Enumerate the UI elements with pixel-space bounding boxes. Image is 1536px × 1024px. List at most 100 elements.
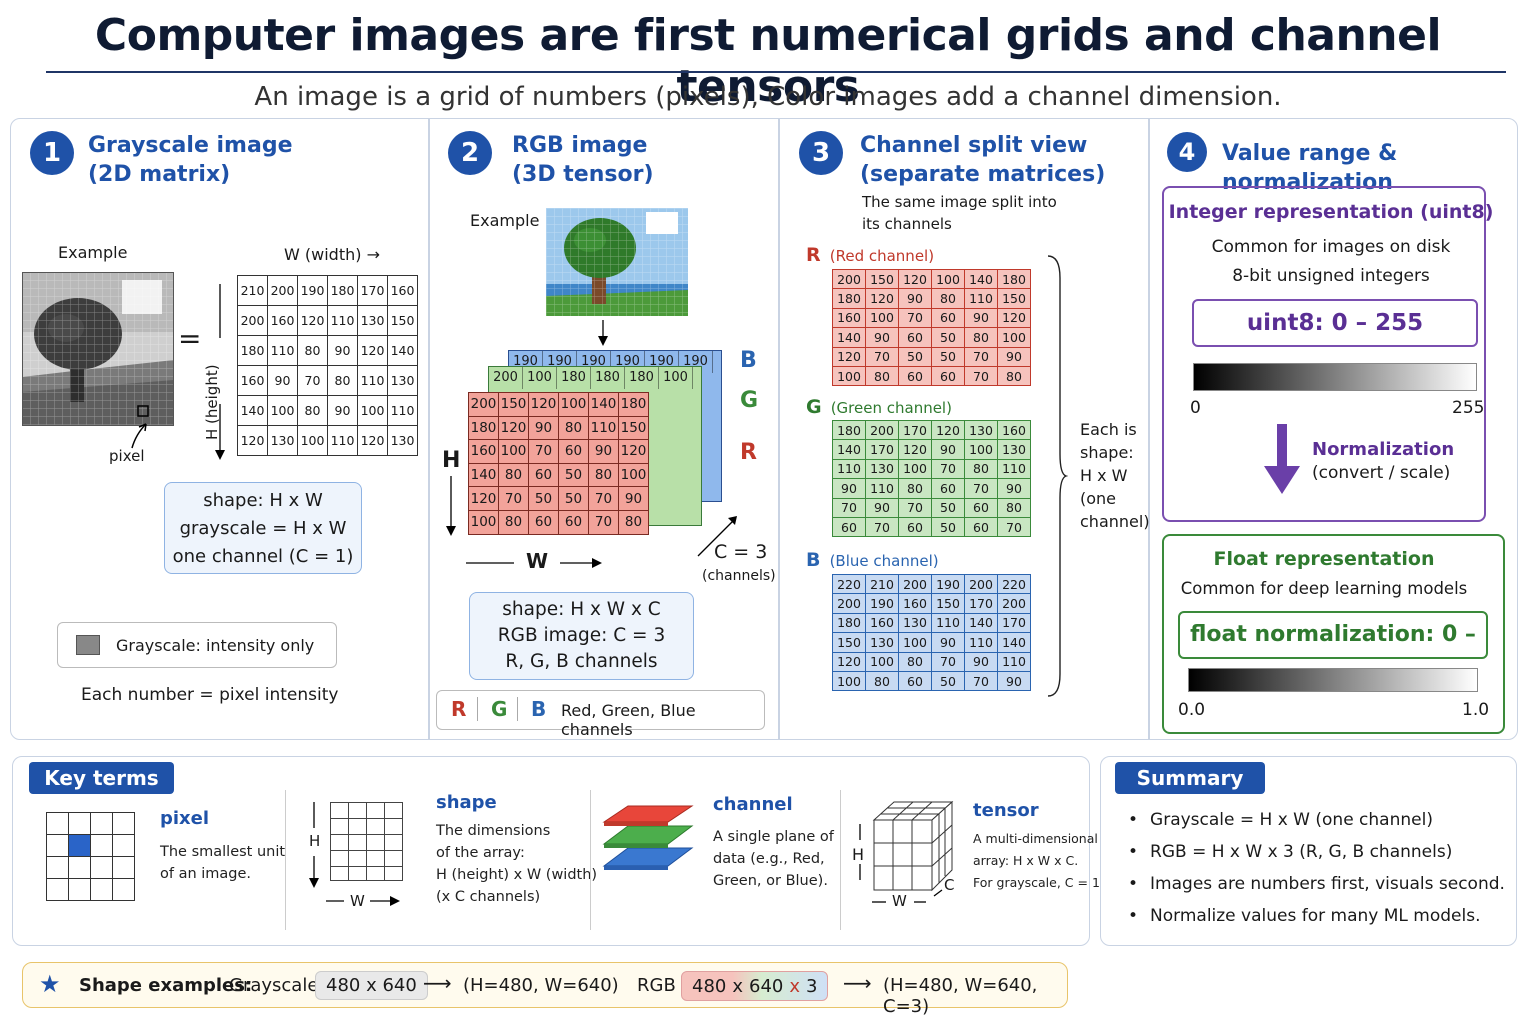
matrix-cell: 90 [898,288,932,309]
matrix-cell: 70 [898,497,932,518]
matrix-cell: 70 [964,365,998,387]
term-tensor: tensor [973,800,1039,821]
blue-label-text: (Blue channel) [829,552,939,570]
matrix-cell: 150 [387,305,418,336]
matrix-cell: 50 [528,486,559,511]
desc-line: For grayscale, C = 1. [973,875,1104,890]
matrix-cell: 150 [997,288,1031,309]
matrix-cell: 80 [327,365,358,396]
rgb-x: x [732,975,744,997]
layer-top-cell: 200 [489,367,523,389]
matrix-cell: 130 [964,419,998,441]
matrix-cell: 70 [964,346,998,367]
matrix-cell: 110 [267,335,298,366]
matrix-cell: 140 [997,632,1031,653]
matrix-cell: 90 [997,478,1031,499]
red-letter: R [806,244,821,266]
matrix-cell: 100 [898,458,932,480]
normalization-desc: (convert / scale) [1312,463,1451,483]
matrix-cell: 70 [931,651,965,672]
matrix-cell: 220 [997,573,1031,595]
matrix-cell: 110 [865,478,899,499]
grouping-brace [1047,255,1068,697]
h-arrow [446,476,456,536]
matrix-cell: 120 [832,651,866,672]
matrix-cell: 90 [267,365,298,396]
note-line: shape: [1080,443,1134,462]
matrix-cell: 70 [498,486,529,511]
matrix-cell: 70 [931,458,965,480]
matrix-cell: 130 [357,305,388,336]
red-channel-label: R (Red channel) [806,244,934,266]
desc-line: (x C channels) [436,889,541,905]
matrix-cell: 120 [357,425,388,456]
grayscale-shape-box: shape: H x W grayscale = H x W one chann… [164,482,362,574]
desc-line: its channels [862,215,952,233]
term-shape: shape [436,792,497,813]
matrix-cell: 80 [498,509,529,535]
w-label: W [526,549,549,573]
matrix-cell: 130 [898,612,932,634]
matrix-cell: 80 [997,497,1031,518]
matrix-cell: 100 [997,327,1031,348]
matrix-cell: 170 [964,593,998,614]
layer-top-cell: 100 [659,367,693,389]
desc-line: of the array: [436,845,525,861]
green-letter: G [806,396,822,418]
height-arrow [215,284,225,460]
matrix-cell: 200 [898,573,932,595]
pixel-pointer-arrow [131,423,147,449]
term-pixel-desc: The smallest unit of an image. [160,841,285,885]
matrix-cell: 200 [997,593,1031,614]
matrix-cell: 130 [997,439,1031,460]
matrix-cell: 190 [865,593,899,614]
matrix-cell: 100 [865,651,899,672]
rgb-tree-image [546,208,688,316]
shape-line: R, G, B channels [505,651,658,672]
matrix-cell: 90 [832,478,866,499]
matrix-cell: 120 [898,268,932,290]
panel3-title-line1: Channel split view [860,133,1088,158]
matrix-cell: 80 [588,462,619,488]
matrix-cell: 100 [931,268,965,290]
matrix-cell: 80 [997,365,1031,387]
matrix-cell: 150 [931,593,965,614]
matrix-cell: 60 [898,670,932,692]
matrix-cell: 190 [297,275,328,306]
matrix-cell: 80 [964,458,998,480]
example-label: Example [58,243,128,262]
rgb-shape-box: shape: H x W x C RGB image: C = 3 R, G, … [469,592,694,680]
matrix-cell: 200 [237,305,268,336]
shape-line: shape: H x W [203,490,323,511]
desc-line: 8-bit unsigned integers [1232,266,1430,286]
matrix-cell: 60 [931,478,965,499]
desc-line: of an image. [160,866,252,882]
summary-item-text: Images are numbers first, visuals second… [1150,874,1505,894]
matrix-cell: 200 [267,275,298,306]
matrix-cell: 120 [297,305,328,336]
stack-label-g: G [740,388,759,413]
matrix-cell: 130 [267,425,298,456]
panel3-description: The same image split into its channels [862,191,1057,235]
matrix-cell: 180 [832,288,866,309]
width-label: W (width) → [284,245,380,264]
matrix-cell: 50 [898,346,932,367]
panel-divider [428,119,430,739]
term-divider [840,790,841,930]
float-max: 1.0 [1462,700,1490,720]
step-number-1: 1 [30,131,74,175]
matrix-cell: 60 [898,516,932,538]
matrix-cell: 140 [832,439,866,460]
matrix-cell: 130 [387,365,418,396]
matrix-cell: 110 [387,395,418,426]
matrix-cell: 140 [468,462,499,488]
layer-top-cell: 190 [543,351,577,373]
